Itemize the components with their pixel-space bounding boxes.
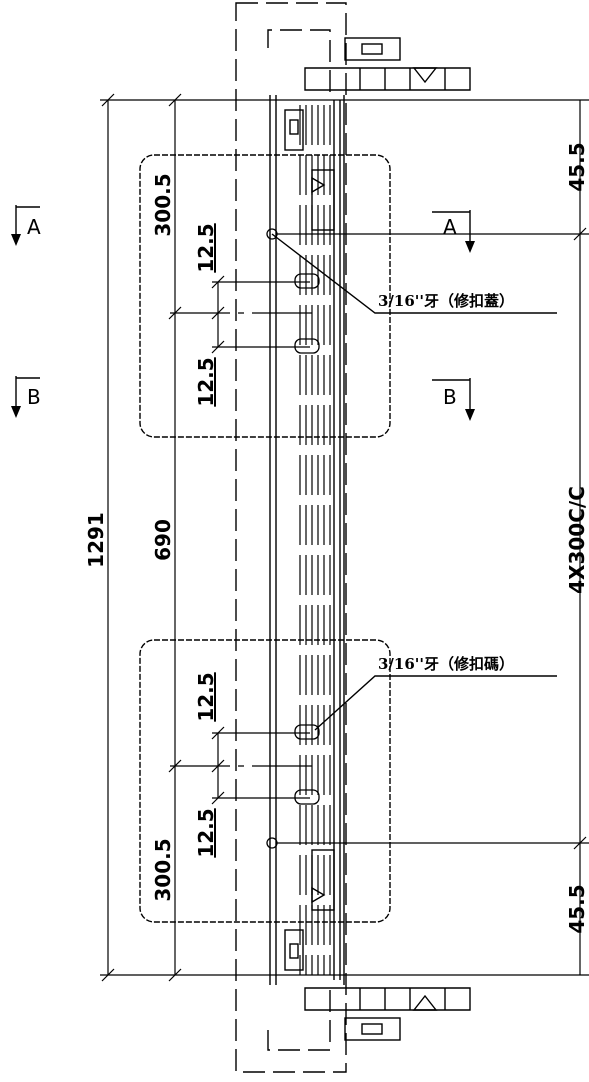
section-label-b-left: B — [27, 385, 41, 409]
dim-label-top-segment: 300.5 — [151, 173, 175, 236]
top-clip-slot — [289, 119, 299, 135]
tick — [211, 306, 225, 320]
section-cut-b-left — [15, 376, 40, 410]
dim-label-bottom-edge: 45.5 — [565, 884, 589, 933]
leader-bottom — [314, 675, 557, 731]
tick — [211, 340, 225, 354]
screw-head — [266, 837, 278, 849]
dashed-bottom-frame — [267, 985, 331, 1051]
screw-head — [266, 228, 278, 240]
tick — [573, 836, 587, 850]
bottom-clip-slot — [289, 943, 299, 959]
column-plate-bottom — [311, 849, 335, 911]
screw — [294, 273, 320, 289]
tick — [211, 759, 225, 773]
dim-label-screw-gap: 12.5 — [194, 357, 218, 406]
bottom-slot — [361, 1023, 383, 1035]
tick — [211, 275, 225, 289]
dim-label-screw-gap: 12.5 — [194, 672, 218, 721]
top-clip — [284, 109, 304, 151]
dashed-outer-frame — [235, 2, 347, 1073]
bottom-triangle — [412, 994, 438, 1011]
section-arrow — [11, 406, 21, 418]
column-plate-top — [311, 169, 335, 231]
tick — [168, 968, 182, 982]
section-arrow — [11, 234, 21, 246]
top-triangle — [412, 67, 438, 84]
section-arrow — [465, 241, 475, 253]
note-screw-top: 3/16''牙（修扣蓋） — [378, 292, 514, 310]
cloud-region-bottom — [139, 639, 391, 923]
cloud-region-top — [139, 154, 391, 438]
bottom-rail — [304, 987, 471, 1011]
tick — [211, 791, 225, 805]
note-screw-bottom: 3/16''牙（修扣碼） — [378, 655, 514, 673]
section-arrow — [465, 409, 475, 421]
tick — [573, 227, 587, 241]
section-cut-a-left — [15, 205, 40, 238]
screw — [294, 338, 320, 354]
dim-label-overall: 1291 — [84, 512, 108, 568]
tick — [211, 726, 225, 740]
bottom-clip — [284, 929, 304, 971]
dim-label-bottom-segment: 300.5 — [151, 838, 175, 901]
section-label-b-right: B — [443, 385, 457, 409]
top-bracket — [344, 37, 401, 61]
section-cut-b-right — [432, 378, 471, 413]
tick — [101, 93, 115, 107]
dim-label-spacing: 4X300C/C — [565, 486, 589, 594]
dim-label-top-edge: 45.5 — [565, 142, 589, 191]
bottom-bracket — [344, 1017, 401, 1041]
top-slot — [361, 43, 383, 55]
dim-label-middle: 690 — [151, 519, 175, 561]
screw — [294, 789, 320, 805]
screw — [294, 724, 320, 740]
section-cut-a-right — [432, 210, 471, 245]
section-label-a-left: A — [27, 215, 41, 239]
dim-label-screw-gap: 12.5 — [194, 223, 218, 272]
dashed-top-frame — [267, 29, 331, 95]
tick — [101, 968, 115, 982]
tick — [168, 93, 182, 107]
section-label-a-right: A — [443, 215, 457, 239]
leader-top — [271, 233, 557, 314]
dim-label-screw-gap: 12.5 — [194, 808, 218, 857]
